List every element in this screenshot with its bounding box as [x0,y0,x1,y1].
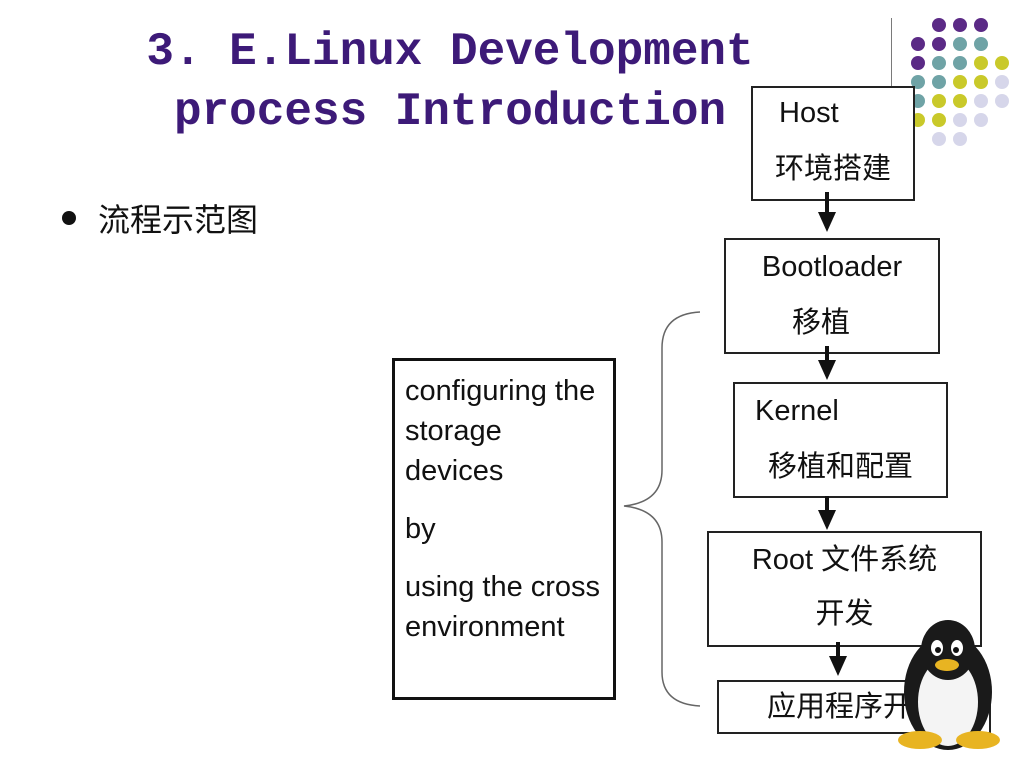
decorative-dot [932,94,946,108]
decorative-dot [974,75,988,89]
decorative-dot [953,113,967,127]
title-line-2: process Introduction [173,86,727,138]
step-bootloader: Bootloader 移植 [724,238,940,354]
step-host-line1: Host [779,97,839,129]
step-rootfs-line2: 开发 [815,598,874,630]
bullet-text: 流程示范图 [98,202,259,238]
decorative-dot [995,75,1009,89]
decorative-divider [891,18,892,146]
step-bootloader-line1: Bootloader [761,251,903,283]
decorative-dot [953,94,967,108]
decorative-dot [974,94,988,108]
decorative-dot [932,75,946,89]
decorative-dot [974,113,988,127]
decorative-dot [974,56,988,70]
slide-title: 3. E.Linux Development process Introduct… [100,22,800,142]
decorative-dot [995,56,1009,70]
step-kernel-line2: 移植和配置 [767,451,913,483]
decorative-dot [953,132,967,146]
bullet-item: 流程示范图 [62,195,258,241]
step-rootfs: Root 文件系统 开发 [707,531,982,647]
step-host: Host 环境搭建 [751,86,915,201]
decorative-dot [911,56,925,70]
note-text-1: configuring the storage devices [405,375,596,487]
note-text-3: using the cross environment [405,571,601,643]
decorative-dot [953,18,967,32]
tux-penguin-icon [898,620,1000,750]
flow-arrow-kernel-rootfs [818,496,836,530]
note-box: configuring the storage devices by using… [392,358,616,700]
step-kernel-line1: Kernel [755,395,839,427]
decorative-dot [953,37,967,51]
title-line-1: 3. E.Linux Development [146,26,754,78]
step-kernel: Kernel 移植和配置 [733,382,948,498]
step-rootfs-line1: Root 文件系统 [751,544,938,576]
decorative-dot [974,18,988,32]
decorative-dot [974,37,988,51]
flow-arrow-bootloader-kernel [818,346,836,380]
decorative-dot [932,37,946,51]
decorative-dot [932,56,946,70]
bullet-icon [62,211,76,225]
decorative-dot [932,18,946,32]
flow-arrow-host-bootloader [818,192,836,232]
decorative-dot [953,56,967,70]
right-brace-icon [623,311,701,707]
decorative-dot [932,132,946,146]
step-host-line2: 环境搭建 [774,153,891,185]
note-text-2: by [405,513,436,545]
decorative-dot [995,94,1009,108]
decorative-dot [911,37,925,51]
decorative-dot [932,113,946,127]
decorative-dot [911,75,925,89]
flow-arrow-rootfs-app [829,642,847,676]
step-bootloader-line2: 移植 [791,307,850,339]
decorative-dot [953,75,967,89]
